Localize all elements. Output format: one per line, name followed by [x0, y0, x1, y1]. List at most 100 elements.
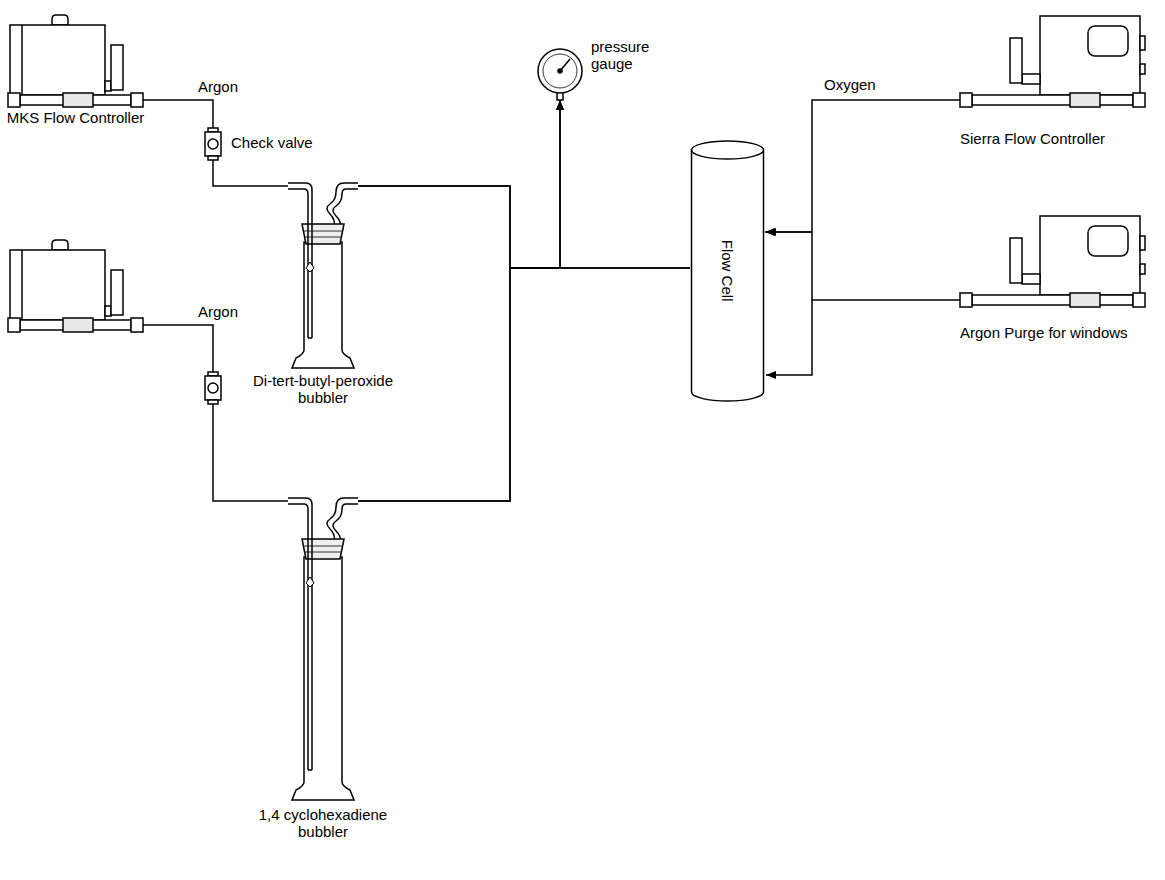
sight-tube	[111, 270, 123, 315]
node-label: pressure gauge	[591, 38, 666, 73]
valve-body	[205, 376, 221, 400]
stopper-band	[303, 546, 343, 547]
gas-line	[765, 100, 960, 232]
dip-tube-end	[308, 769, 312, 771]
bubble-mark	[306, 262, 314, 272]
display-window	[1088, 26, 1128, 56]
side-knob	[1140, 64, 1145, 74]
display-window	[1088, 226, 1128, 256]
line-label: Argon	[196, 303, 240, 320]
flow-controller	[8, 240, 143, 332]
equipment-icon	[960, 8, 1145, 112]
node-label: Check valve	[231, 134, 313, 151]
valve-body	[205, 132, 221, 156]
connector-block	[1022, 74, 1040, 84]
connector-block	[1022, 274, 1040, 284]
node-label: Di-tert-butyl-peroxide bubbler	[236, 372, 411, 407]
equipment-icon	[205, 128, 221, 160]
equipment-node: Di-tert-butyl-peroxide bubbler	[288, 180, 358, 368]
controller-body	[10, 25, 105, 95]
equipment-icon	[288, 180, 358, 368]
gas-line	[213, 160, 288, 186]
equipment-node: Check valve	[205, 128, 221, 160]
sight-tube	[1010, 238, 1022, 283]
dip-tube	[288, 183, 312, 338]
valve-ball	[208, 139, 218, 149]
connector-block	[105, 306, 111, 316]
side-knob	[1140, 236, 1145, 250]
equipment-node: Flow Cell	[690, 140, 765, 402]
node-label: Sierra Flow Controller	[960, 130, 1105, 147]
purge-line	[766, 232, 812, 300]
equipment-node: Sierra Flow Controller	[960, 8, 1145, 112]
controller-body	[1040, 16, 1140, 95]
equipment-node: 1,4 cyclohexadiene bubbler	[288, 495, 358, 800]
pipe-fitting	[1133, 93, 1145, 107]
pipe-fitting	[63, 318, 93, 332]
check-valve	[205, 372, 221, 404]
dip-tube-end	[308, 337, 312, 339]
outlet-tube	[327, 498, 358, 543]
control-knob	[52, 240, 68, 250]
sight-tube	[111, 45, 123, 90]
stopper-band	[304, 237, 342, 238]
stopper-band	[303, 231, 343, 232]
controller-body	[10, 250, 105, 320]
node-label: Flow Cell	[719, 240, 736, 302]
node-label: MKS Flow Controller	[7, 109, 145, 126]
panel-line	[21, 25, 23, 95]
node-label: 1,4 cyclohexadiene bubbler	[248, 806, 398, 841]
bubble-mark	[306, 577, 314, 587]
line-label: Argon	[196, 78, 240, 95]
line-label: Argon Purge for windows	[958, 324, 1130, 341]
gas-line	[143, 325, 213, 372]
pipe-fitting	[131, 318, 143, 332]
gas-line	[213, 404, 288, 501]
side-knob	[1140, 36, 1145, 50]
pipe-fitting	[8, 93, 20, 107]
pipe-fitting	[1133, 293, 1145, 307]
pipe-fitting	[960, 93, 972, 107]
cell-body	[692, 150, 764, 401]
equipment-node: pressure gauge	[537, 48, 583, 100]
cell-window	[692, 141, 764, 159]
side-knob	[1140, 264, 1145, 274]
pipe-fitting	[960, 293, 972, 307]
base-pipe	[972, 295, 1133, 305]
outlet-tube	[333, 504, 358, 543]
dip-tube	[288, 498, 312, 770]
bubbler-body	[292, 242, 354, 368]
pipe-fitting	[1070, 93, 1100, 107]
valve-ball	[208, 383, 218, 393]
purge-line	[766, 300, 960, 375]
bubbler-body	[292, 557, 354, 800]
equipment-icon	[8, 15, 143, 107]
outlet-tube	[327, 183, 358, 228]
connector-block	[105, 81, 111, 91]
dip-tube	[288, 189, 308, 338]
line-label: Oxygen	[822, 76, 878, 93]
gauge-dial	[538, 49, 582, 93]
pipe-fitting	[63, 93, 93, 107]
gas-line	[358, 100, 560, 268]
equipment-node: MKS Flow Controller	[8, 15, 143, 107]
pipe-fitting	[8, 318, 20, 332]
valve-fitting	[208, 400, 218, 404]
dip-tube	[288, 504, 308, 770]
gas-line	[358, 100, 560, 501]
gauge-pivot	[558, 69, 562, 73]
controller-body	[1040, 216, 1140, 295]
valve-fitting	[208, 156, 218, 160]
panel-line	[21, 250, 23, 320]
flow-controller	[960, 216, 1145, 307]
equipment-icon	[537, 48, 583, 100]
gauge-face	[543, 54, 577, 88]
pipe-fitting	[131, 93, 143, 107]
base-pipe	[972, 95, 1133, 105]
control-knob	[52, 15, 68, 25]
pipe-fitting	[1070, 293, 1100, 307]
stopper-band	[304, 552, 342, 553]
outlet-tube	[333, 189, 358, 228]
equipment-icon	[288, 495, 358, 800]
